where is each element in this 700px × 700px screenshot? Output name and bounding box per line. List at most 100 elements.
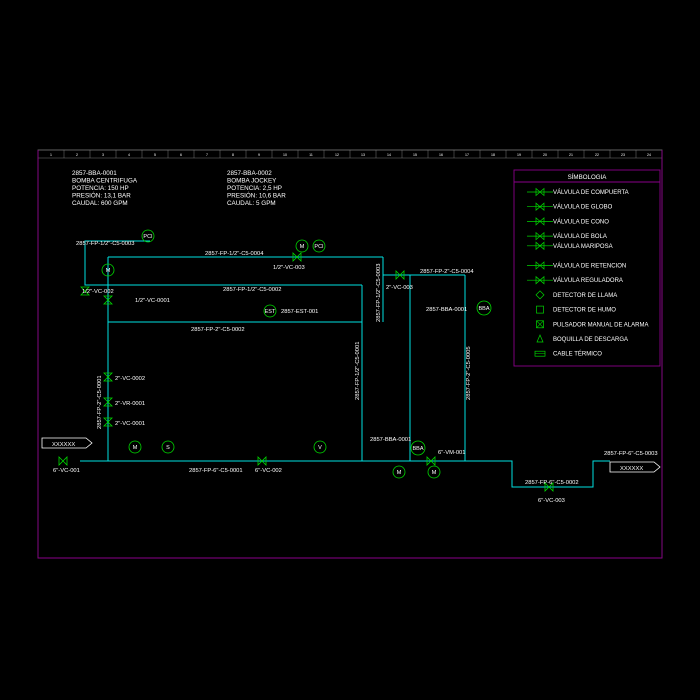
label-fp-half-0003-vert: 2857-FP-1/2"-C5-0003 <box>376 264 382 322</box>
label-fp-2in-0004: 2857-FP-2"-C5-0004 <box>420 269 474 275</box>
legend-label: VÁLVULA DE RETENCION <box>553 263 626 270</box>
legend-label: DETECTOR DE HUMO <box>553 308 616 314</box>
label-6in-vc-002: 6"-VC-002 <box>255 468 282 474</box>
instrument-v-main: V <box>313 440 327 454</box>
outlet-arrow-label: XXXXXX <box>620 466 643 472</box>
legend-label: VÁLVULA DE CONO <box>553 218 609 225</box>
svg-text:BBA: BBA <box>478 306 489 312</box>
line-labels: 2857-FP-1/2"-C5-0003 1/2"-VC-002 2857-FP… <box>53 241 658 504</box>
ruler-label: 23 <box>621 153 625 157</box>
instrument-bba-right: BBA <box>476 300 492 316</box>
pump-specs-2: 2857-BBA-0002 BOMBA JOCKEY POTENCIA: 2,5… <box>227 170 286 207</box>
legend-label: VÁLVULA MARIPOSA <box>553 243 613 250</box>
label-half-vc-0001: 1/2"-VC-0001 <box>135 298 170 304</box>
ball-valve-icon: VÁLVULA DE BOLA <box>527 231 607 241</box>
legend-label: VÁLVULA DE BOLA <box>553 233 607 240</box>
instrument-bba-pump: BBA <box>410 440 426 456</box>
ruler-label: 12 <box>335 153 339 157</box>
svg-text:BBA: BBA <box>412 446 423 452</box>
svg-text:M: M <box>133 445 138 451</box>
valve-2in-vc-0004 <box>395 270 405 280</box>
ruler-label: 8 <box>232 153 234 157</box>
ruler-label: 15 <box>413 153 417 157</box>
valve-6in-vc-001 <box>58 456 68 466</box>
ruler-label: 24 <box>647 153 651 157</box>
smoke-detector-icon: DETECTOR DE HUMO <box>536 305 616 314</box>
pump-1-id: 2857-BBA-0001 <box>72 170 117 177</box>
pump-2-presion: PRESIÓN: 10,6 BAR <box>227 191 286 200</box>
regulating-valve-icon: VÁLVULA REGULADORA <box>527 275 623 285</box>
label-2in-vc-0002: 2"-VC-0002 <box>115 376 145 382</box>
discharge-nozzle-icon: BOQUILLA DE DESCARGA <box>536 334 628 343</box>
valve-half-vc-003 <box>292 252 302 262</box>
instrument-pci-top-left: PCI <box>141 229 155 243</box>
svg-text:S: S <box>166 445 170 451</box>
valve-6in-vc-002 <box>257 456 267 466</box>
pump-2-caudal: CAUDAL: 5 GPM <box>227 200 276 207</box>
svg-text:M: M <box>397 470 402 476</box>
inlet-arrow: XXXXXX <box>41 437 93 449</box>
pump-2-id: 2857-BBA-0002 <box>227 170 272 177</box>
svg-text:PCI: PCI <box>143 234 153 240</box>
instrument-est: EST <box>263 304 277 318</box>
gate-valve-icon: VÁLVULA DE COMPUERTA <box>527 187 629 197</box>
label-2in-vc-003: 2"-VC-003 <box>386 285 413 291</box>
label-fp-6in-0001: 2857-FP-6"-C5-0001 <box>189 468 243 474</box>
legend-title: SÍMBOLOGIA <box>568 174 608 181</box>
ruler-label: 17 <box>465 153 469 157</box>
label-fp-2in-0005-vert: 2857-FP-2"-C5-0005 <box>466 346 472 400</box>
legend-label: CABLE TÉRMICO <box>553 351 602 358</box>
pump-2-name: BOMBA JOCKEY <box>227 178 277 185</box>
ruler-label: 19 <box>517 153 521 157</box>
cone-valve-icon: VÁLVULA DE CONO <box>527 217 609 226</box>
label-fp-half-0004: 2857-FP-1/2"-C5-0004 <box>205 251 264 257</box>
ruler-label: 9 <box>258 153 260 157</box>
butterfly-valve-icon: VÁLVULA MARIPOSA <box>527 241 613 251</box>
label-2in-vr-0001: 2"-VR-0001 <box>115 401 145 407</box>
pump-1-potencia: POTENCIA: 150 HP <box>72 185 129 192</box>
label-6in-vc-001: 6"-VC-001 <box>53 468 80 474</box>
label-half-vc-002: 1/2"-VC-002 <box>82 289 114 295</box>
legend-label: PULSADOR MANUAL DE ALARMA <box>553 322 648 328</box>
label-2in-vc-0001: 2"-VC-0001 <box>115 421 145 427</box>
ruler-label: 10 <box>283 153 287 157</box>
label-6in-vc-003: 6"-VC-003 <box>538 498 565 504</box>
svg-text:M: M <box>300 244 305 250</box>
instrument-m-top: M <box>295 239 309 253</box>
svg-text:EST: EST <box>265 309 276 315</box>
legend-label: DETECTOR DE LLAMA <box>553 293 617 299</box>
manual-alarm-icon: PULSADOR MANUAL DE ALARMA <box>536 320 648 328</box>
thermal-cable-icon: CABLE TÉRMICO <box>534 351 602 358</box>
ruler-label: 21 <box>569 153 573 157</box>
svg-text:M: M <box>106 268 111 274</box>
svg-text:M: M <box>432 470 437 476</box>
instrument-m-main-1: M <box>128 440 142 454</box>
valve-2in-vc-0002 <box>103 372 113 382</box>
instrument-m-left: M <box>101 263 115 277</box>
legend-label: VÁLVULA DE GLOBO <box>553 204 613 211</box>
ruler-label: 16 <box>439 153 443 157</box>
label-fp-6in-0002: 2857-FP-6"-C5-0002 <box>525 480 579 486</box>
pump-2-potencia: POTENCIA: 2,5 HP <box>227 185 282 192</box>
legend-box: SÍMBOLOGIA VÁLVULA DE COMPUERTA VÁLVULA D… <box>513 169 661 367</box>
valve-2in-vc-0001 <box>103 417 113 427</box>
outlet-arrow: XXXXXX <box>609 461 661 473</box>
ruler-label: 6 <box>180 153 182 157</box>
ruler-label: 13 <box>361 153 365 157</box>
ruler-label: 20 <box>543 153 547 157</box>
label-6in-vm-001: 6"-VM-001 <box>438 450 466 456</box>
label-est-001: 2857-EST-001 <box>281 309 318 315</box>
ruler-label: 11 <box>309 153 313 157</box>
instrument-m-pump-1: M <box>392 465 406 479</box>
valve-half-vc-0001 <box>103 295 113 305</box>
label-fp-2in-0002: 2857-FP-2"-C5-0002 <box>191 327 245 333</box>
valve-2in-vr-0001 <box>103 397 113 407</box>
inlet-arrow-label: XXXXXX <box>52 442 75 448</box>
valve-6in-vm-001 <box>426 456 436 466</box>
instrument-m-pump-2: M <box>427 465 441 479</box>
ruler-label: 4 <box>128 153 130 157</box>
ruler-label: 1 <box>50 153 52 157</box>
